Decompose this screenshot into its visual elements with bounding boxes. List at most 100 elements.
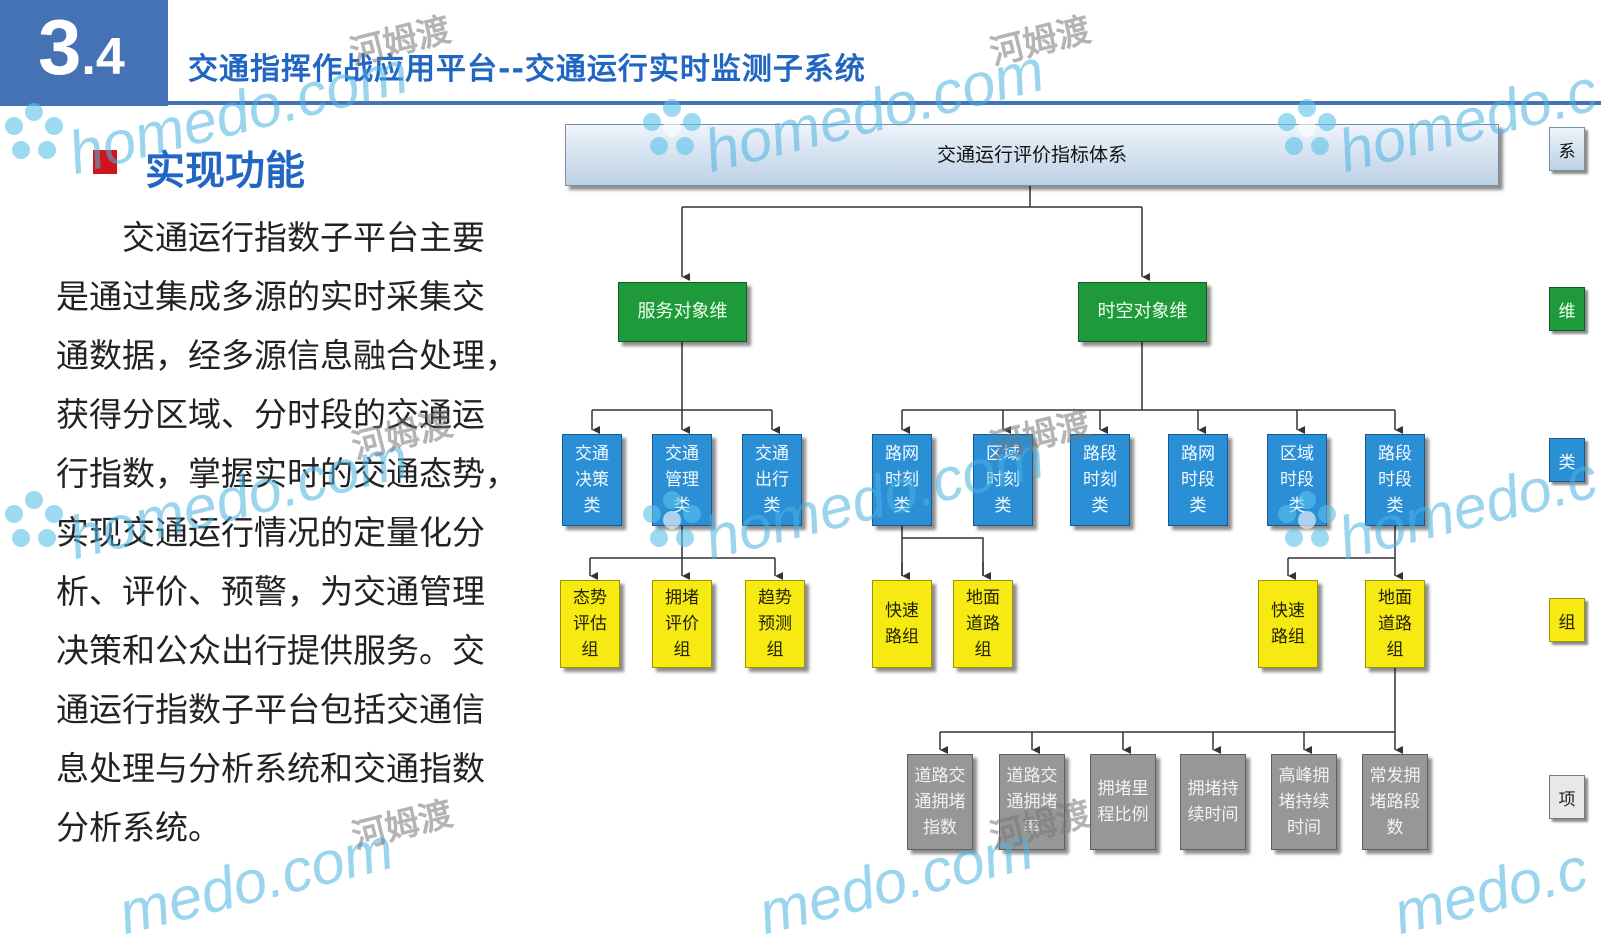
node-label-line: 率 [1023, 818, 1041, 838]
node-item-mileage-ratio: 拥堵里程比例 [1090, 754, 1156, 850]
node-label-line: 拥堵持 [1187, 779, 1239, 799]
node-label: 交通出行类 [755, 441, 789, 519]
node-label-line: 快速 [885, 601, 919, 621]
diagram-connectors [589, 186, 1403, 754]
node-label-line: 通拥堵 [914, 792, 966, 812]
node-cat-net-period: 路网时段类 [1168, 434, 1228, 526]
node-label-line: 类 [1288, 496, 1306, 516]
node-label-line: 管理 [665, 470, 699, 490]
node-label-line: 路网 [885, 444, 919, 464]
node-cat-link-period: 路段时段类 [1365, 434, 1425, 526]
node-label-line: 路组 [885, 627, 919, 647]
body-line: 息处理与分析系统和交通指数 [56, 749, 485, 788]
node-label: 区域时刻类 [986, 441, 1020, 519]
node-grp-trend-forecast: 趋势预测组 [745, 580, 805, 668]
node-label-line: 路段 [1083, 444, 1117, 464]
section-number: 3.4 [38, 8, 125, 86]
node-label: 区域时段类 [1280, 441, 1314, 519]
node-label-line: 组 [974, 640, 992, 660]
node-cat-region-period: 区域时段类 [1267, 434, 1327, 526]
node-label-line: 时段 [1280, 470, 1314, 490]
node-label-line: 区域 [1280, 444, 1314, 464]
node-label: 常发拥堵路段数 [1370, 763, 1421, 841]
node-label-line: 类 [1189, 496, 1207, 516]
section-number-minor: .4 [81, 28, 125, 86]
node-label-line: 地面 [966, 588, 1000, 608]
node-label: 高峰拥堵持续时间 [1279, 763, 1330, 841]
body-line: 析、评价、预警，为交通管理 [56, 572, 485, 611]
body-line: 行指数，掌握实时的交通态势， [56, 454, 518, 493]
node-label: 路网时段类 [1181, 441, 1215, 519]
node-label: 拥堵评价组 [665, 585, 699, 663]
node-label-line: 堵持续 [1278, 792, 1330, 812]
node-label-line: 组 [673, 640, 691, 660]
section-title: 实现功能 [145, 148, 305, 194]
node-item-road-index: 道路交通拥堵指数 [907, 754, 973, 850]
node-label: 拥堵里程比例 [1098, 776, 1149, 828]
legend-category: 类 [1549, 438, 1585, 482]
header-divider [168, 101, 1601, 105]
node-label: 路网时刻类 [885, 441, 919, 519]
node-grp-trend-eval: 态势评估组 [560, 580, 620, 668]
legend-system: 系 [1549, 127, 1585, 171]
node-grp-express-a: 快速路组 [872, 580, 932, 668]
connector-link-period-cat [1288, 526, 1396, 559]
node-label-line: 预测 [758, 614, 792, 634]
body-line: 通数据，经多源信息融合处理， [56, 336, 518, 375]
node-label: 快速路组 [1271, 598, 1305, 650]
section-number-box: 3.4 [0, 0, 168, 106]
node-dim-service: 服务对象维 [618, 282, 747, 342]
node-label-line: 指数 [923, 818, 957, 838]
node-label-line: 组 [1386, 640, 1404, 660]
node-label-line: 类 [994, 496, 1012, 516]
section-number-major: 3 [38, 3, 82, 91]
node-label-line: 路网 [1181, 444, 1215, 464]
node-item-duration: 拥堵持续时间 [1180, 754, 1246, 850]
node-cat-decision: 交通决策类 [562, 434, 622, 526]
node-label-line: 道路 [966, 614, 1000, 634]
connector-root [682, 186, 1142, 208]
node-label-line: 类 [1386, 496, 1404, 516]
node-label-line: 组 [766, 640, 784, 660]
body-line: 交通运行指数子平台主要 [56, 218, 485, 257]
node-label-line: 数 [1386, 818, 1404, 838]
node-label-line: 高峰拥 [1278, 766, 1330, 786]
node-cat-link-moment: 路段时刻类 [1070, 434, 1130, 526]
node-root: 交通运行评价指标体系 [565, 124, 1499, 186]
node-cat-net-moment: 路网时刻类 [872, 434, 932, 526]
node-label: 态势评估组 [573, 585, 607, 663]
node-label-line: 组 [581, 640, 599, 660]
node-label: 路段时段类 [1378, 441, 1412, 519]
node-label-line: 时刻 [986, 470, 1020, 490]
node-label-line: 出行 [755, 470, 789, 490]
node-grp-ground-b: 地面道路组 [1365, 580, 1425, 668]
connector-service-dim [592, 342, 772, 411]
connector-net-moment-cat [901, 526, 984, 576]
node-label-line: 堵路段 [1369, 792, 1421, 812]
node-label-line: 时间 [1287, 818, 1321, 838]
node-label-line: 类 [673, 496, 691, 516]
node-label-line: 类 [893, 496, 911, 516]
node-item-frequent-links: 常发拥堵路段数 [1362, 754, 1428, 850]
node-cat-region-moment: 区域时刻类 [973, 434, 1033, 526]
node-label-line: 类 [763, 496, 781, 516]
node-label-line: 时段 [1378, 470, 1412, 490]
node-label: 趋势预测组 [758, 585, 792, 663]
legend-item: 项 [1549, 775, 1585, 819]
body-line: 获得分区域、分时段的交通运 [56, 395, 485, 434]
section-bullet-square-icon [93, 150, 117, 174]
connector-spacetime-dim [902, 342, 1395, 411]
node-label-line: 路段 [1378, 444, 1412, 464]
node-label-line: 趋势 [758, 588, 792, 608]
node-label-line: 评价 [665, 614, 699, 634]
node-item-road-ratio: 道路交通拥堵率 [999, 754, 1065, 850]
node-label: 路段时刻类 [1083, 441, 1117, 519]
body-line: 分析系统。 [56, 808, 221, 847]
node-label: 地面道路组 [966, 585, 1000, 663]
node-label-line: 地面 [1378, 588, 1412, 608]
node-label-line: 拥堵 [665, 588, 699, 608]
node-label-line: 道路交 [1006, 766, 1058, 786]
page-title: 交通指挥作战应用平台--交通运行实时监测子系统 [188, 52, 866, 87]
node-label-line: 区域 [986, 444, 1020, 464]
